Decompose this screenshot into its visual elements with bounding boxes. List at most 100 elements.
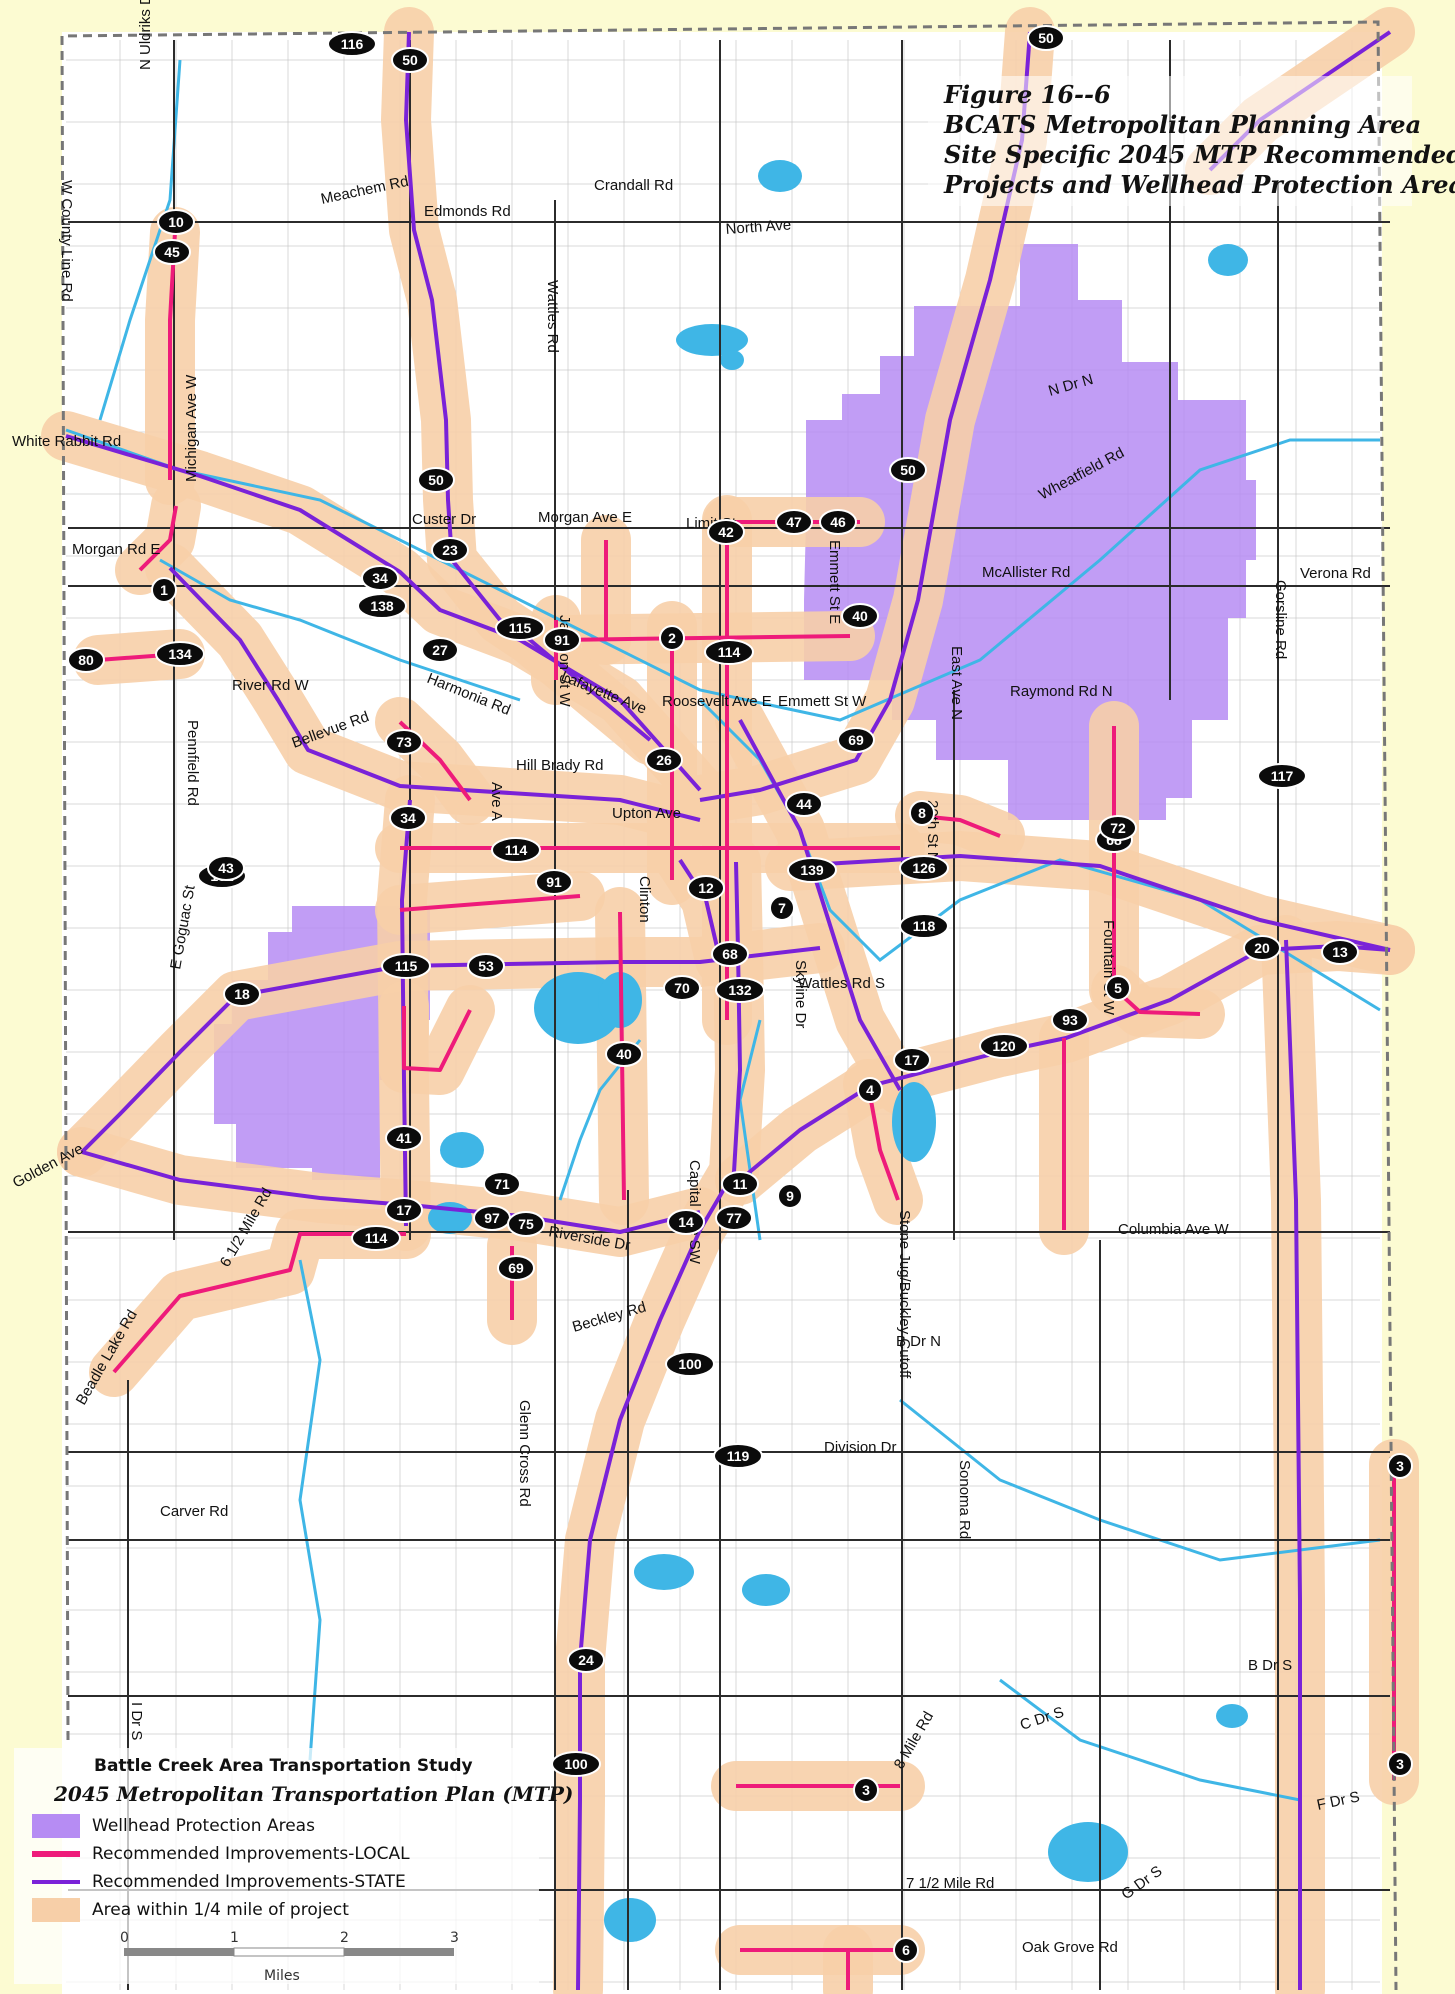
project-number: 100 <box>564 1756 588 1772</box>
state-improvement-route <box>789 854 1391 952</box>
project-marker-badge <box>853 1777 879 1803</box>
project-number: 34 <box>372 570 388 586</box>
legend-item-local: Recommended Improvements-LOCAL <box>92 1844 410 1864</box>
project-marker-badge <box>381 953 431 979</box>
project-marker-badge <box>889 457 927 483</box>
lake <box>1208 244 1248 276</box>
local-improvement-route <box>399 894 581 912</box>
project-marker: 100 <box>665 1351 715 1377</box>
road-label: Ave A <box>488 782 505 821</box>
project-number: 41 <box>396 1130 412 1146</box>
project-marker-badge <box>1027 25 1065 51</box>
river <box>999 1678 1301 1802</box>
project-marker-badge <box>1387 1453 1413 1479</box>
lake <box>634 1554 694 1590</box>
road-label: Gorsline Rd <box>1272 580 1289 659</box>
legend-item-state: Recommended Improvements-STATE <box>92 1872 406 1892</box>
scale-segment-1 <box>124 1948 234 1956</box>
project-number: 8 <box>918 805 926 821</box>
project-marker-badge <box>1387 1751 1413 1777</box>
project-number: 34 <box>400 810 416 826</box>
project-number: 68 <box>722 946 738 962</box>
project-marker-badge <box>153 239 191 265</box>
project-marker-badge <box>1105 975 1131 1001</box>
project-marker-badge <box>357 593 407 619</box>
project-marker: 17 <box>385 1197 423 1223</box>
project-marker: 5 <box>1105 975 1131 1001</box>
project-number: 53 <box>478 958 494 974</box>
road-label: Oak Grove Rd <box>1022 1939 1118 1956</box>
project-marker-badge <box>775 509 813 535</box>
road-label: N Uldriks Dr <box>137 0 154 70</box>
project-marker: 73 <box>385 729 423 755</box>
project-marker-badge <box>707 519 745 545</box>
project-marker-badge <box>667 1209 705 1235</box>
project-marker-badge <box>713 1443 763 1469</box>
project-marker: 69 <box>497 1255 535 1281</box>
figure-number: Figure 16--6 <box>944 80 1111 109</box>
project-marker: 13 <box>1321 939 1359 965</box>
project-marker-badge <box>704 639 754 665</box>
road-label: Edmonds Rd <box>424 203 511 220</box>
project-marker: 10 <box>157 209 195 235</box>
project-marker: 44 <box>785 791 823 817</box>
project-marker: 72 <box>1099 815 1137 841</box>
planning-area-boundary <box>60 20 1398 1991</box>
project-marker-badge <box>893 1047 931 1073</box>
project-number: 23 <box>442 542 458 558</box>
water-features <box>65 59 1381 1942</box>
lake <box>1216 1704 1248 1728</box>
project-marker-badge <box>157 209 195 235</box>
project-number: 13 <box>1332 944 1348 960</box>
project-marker-badge <box>491 837 541 863</box>
road-label: Clinton <box>636 876 653 923</box>
project-number: 72 <box>1110 820 1126 836</box>
scale-segment-3 <box>344 1948 454 1956</box>
road-label: Emmett St E <box>826 540 843 624</box>
project-number: 114 <box>505 842 528 858</box>
project-number: 70 <box>674 980 690 996</box>
local-improvement-route <box>866 1083 900 1201</box>
scale-tick-0: 0 <box>120 1930 129 1946</box>
project-marker-badge <box>1051 1007 1089 1033</box>
road-label: Emmett St W <box>778 693 867 710</box>
lake <box>440 1132 484 1168</box>
project-marker-badge <box>787 857 837 883</box>
road-label: Upton Ave <box>612 805 681 822</box>
project-marker: 71 <box>483 1171 521 1197</box>
project-number: 9 <box>786 1188 794 1204</box>
project-marker: 3 <box>1387 1751 1413 1777</box>
project-marker: 114 <box>351 1225 401 1251</box>
project-number: 6 <box>902 1942 910 1958</box>
project-marker: 14 <box>667 1209 705 1235</box>
state-improvement-route <box>576 861 742 1991</box>
legend-plan-name: 2045 Metropolitan Transportation Plan (M… <box>54 1782 574 1806</box>
road-label: Stone Jug/Buckley Cutoff <box>896 1210 913 1379</box>
project-marker-badge <box>543 627 581 653</box>
project-marker-badge <box>1099 815 1137 841</box>
project-marker: 132 <box>715 977 765 1003</box>
legend-item-wellhead: Wellhead Protection Areas <box>92 1816 315 1836</box>
road-label: Pennfield Rd <box>184 720 201 806</box>
local-improvement-route <box>402 1006 472 1072</box>
project-marker: 97 <box>473 1205 511 1231</box>
project-marker-badge <box>361 565 399 591</box>
project-number: 75 <box>518 1216 534 1232</box>
project-number: 132 <box>728 982 752 998</box>
project-marker: 120 <box>979 1033 1029 1059</box>
project-number: 91 <box>546 874 562 890</box>
legend-item-buffer: Area within 1/4 mile of project <box>92 1900 349 1920</box>
project-marker: 139 <box>787 857 837 883</box>
project-marker: 118 <box>899 913 949 939</box>
state-improvement-route <box>1284 939 1302 1990</box>
road-label: White Rabbit Rd <box>12 433 121 450</box>
project-marker-badge <box>715 1205 753 1231</box>
project-marker: 50 <box>391 47 429 73</box>
lake <box>604 1898 656 1942</box>
project-marker-badge <box>979 1033 1029 1059</box>
project-marker: 20 <box>1243 935 1281 961</box>
lake <box>676 324 748 356</box>
project-marker-badge <box>819 509 857 535</box>
project-number: 80 <box>78 652 94 668</box>
road-label: B Dr N <box>896 1333 941 1350</box>
